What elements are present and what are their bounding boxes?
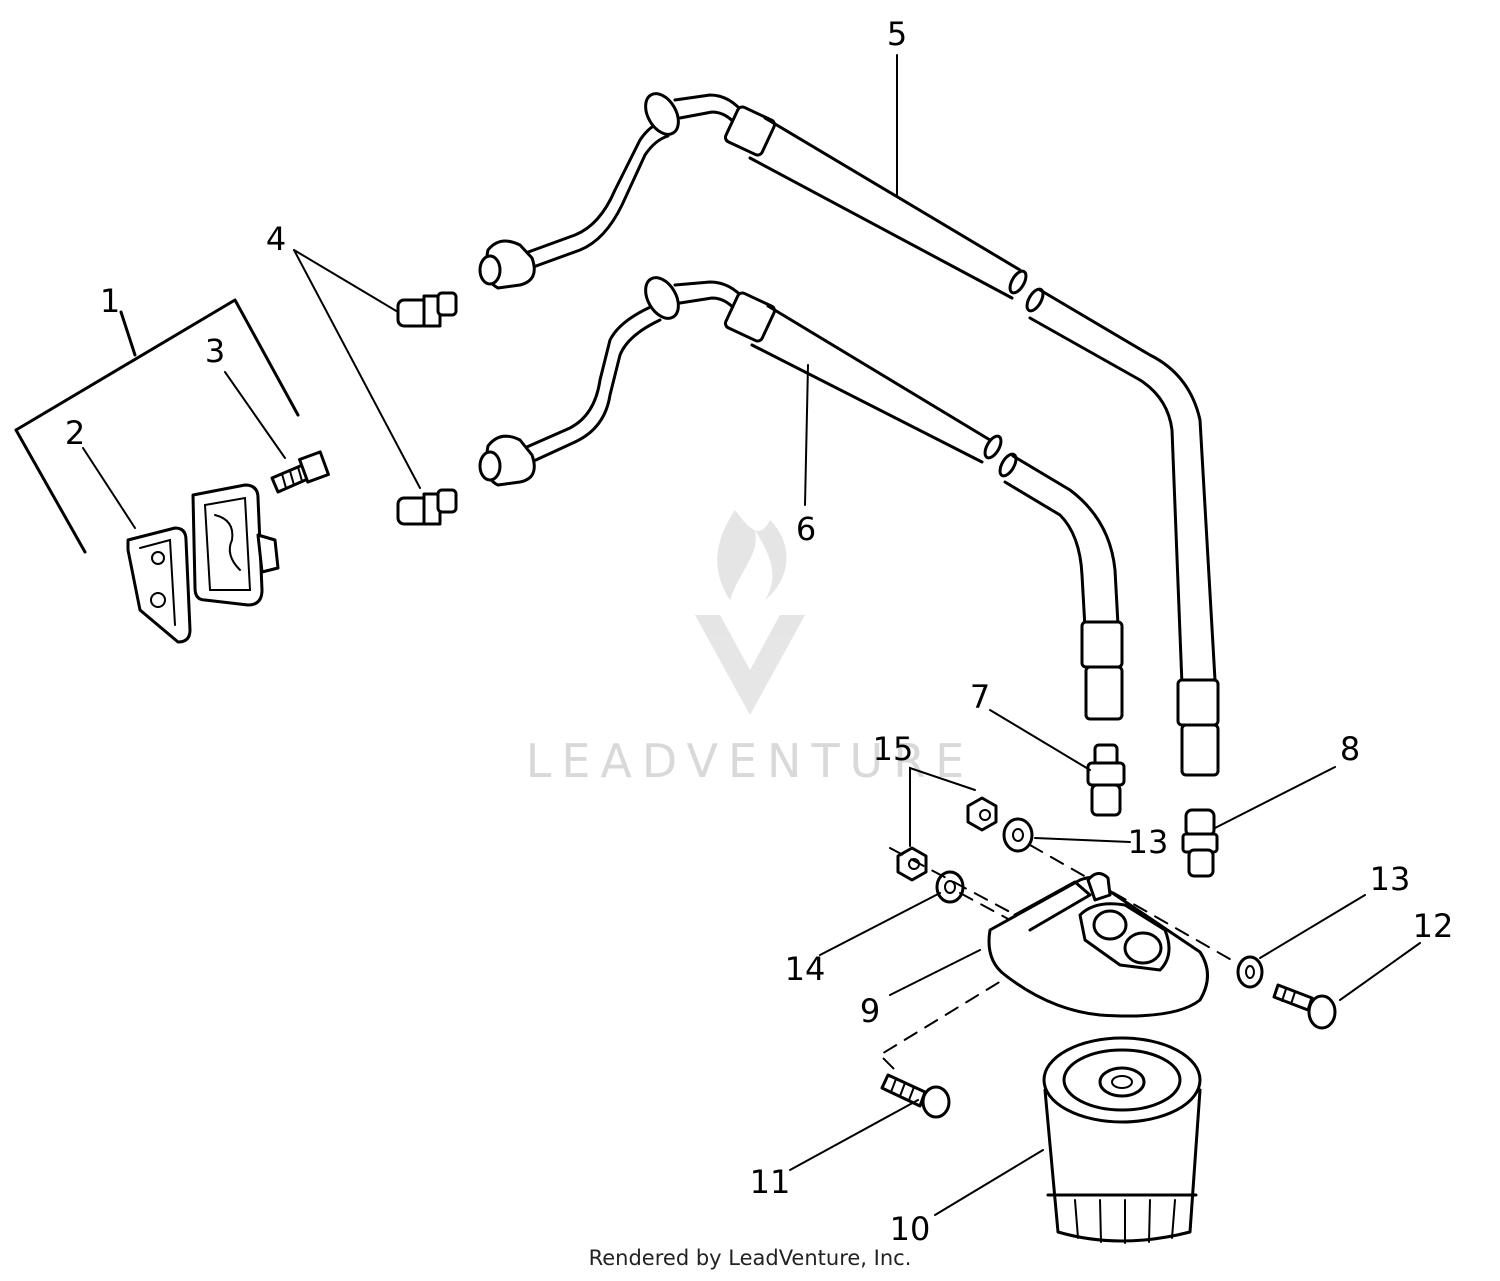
leader-lines	[82, 54, 1421, 1216]
label-3: 3	[205, 332, 225, 370]
label-15: 15	[873, 730, 914, 768]
washer-hole-13-lower	[1245, 965, 1255, 979]
label-13-lower: 13	[1370, 860, 1411, 898]
filter-adapter-part-9	[987, 872, 1209, 1018]
washer-part-13-upper	[1002, 817, 1034, 853]
bolt-part-11	[880, 1073, 951, 1119]
label-1: 1	[100, 282, 120, 320]
oil-filter-part-10	[1042, 1036, 1202, 1244]
fitting-part-7	[1086, 743, 1126, 817]
watermark-logo-icon	[695, 510, 805, 715]
label-2: 2	[65, 414, 85, 452]
label-5: 5	[887, 15, 907, 53]
washer-hole-13-upper	[1012, 828, 1024, 842]
label-9: 9	[860, 992, 880, 1030]
washer-part-13-lower	[1236, 955, 1264, 989]
washer-hole-14	[944, 880, 956, 894]
label-4: 4	[266, 220, 286, 258]
label-7: 7	[970, 678, 990, 716]
label-13-upper: 13	[1128, 823, 1169, 861]
adapter-plate-part	[191, 483, 280, 607]
part-labels: 1 2 3 4 5 6 7 8 9 10 11 12 13 13 14 15	[65, 15, 1454, 1248]
label-12: 12	[1413, 907, 1454, 945]
nut-part-15-lower	[896, 846, 928, 882]
label-11: 11	[750, 1163, 791, 1201]
assembly-lines	[878, 844, 1236, 1076]
footer-credit: Rendered by LeadVenture, Inc.	[588, 1246, 912, 1270]
label-10: 10	[890, 1210, 931, 1248]
label-14: 14	[785, 950, 826, 988]
label-6: 6	[796, 510, 816, 548]
fitting-part-8	[1181, 808, 1219, 878]
watermark-text: LEADVENTURE	[526, 734, 975, 788]
bolt-part-3	[270, 450, 330, 494]
washer-part-14	[935, 870, 965, 904]
bolt-part-12	[1272, 983, 1337, 1030]
cooler-hose-6	[478, 276, 1124, 721]
cooler-hose-5	[478, 92, 1220, 777]
fitting-part-4-upper	[396, 291, 458, 328]
label-8: 8	[1340, 730, 1360, 768]
gasket-part	[126, 526, 192, 644]
group-bracket-1	[14, 298, 300, 554]
fitting-part-4-lower	[396, 488, 458, 526]
nut-part-15-upper	[966, 796, 998, 832]
